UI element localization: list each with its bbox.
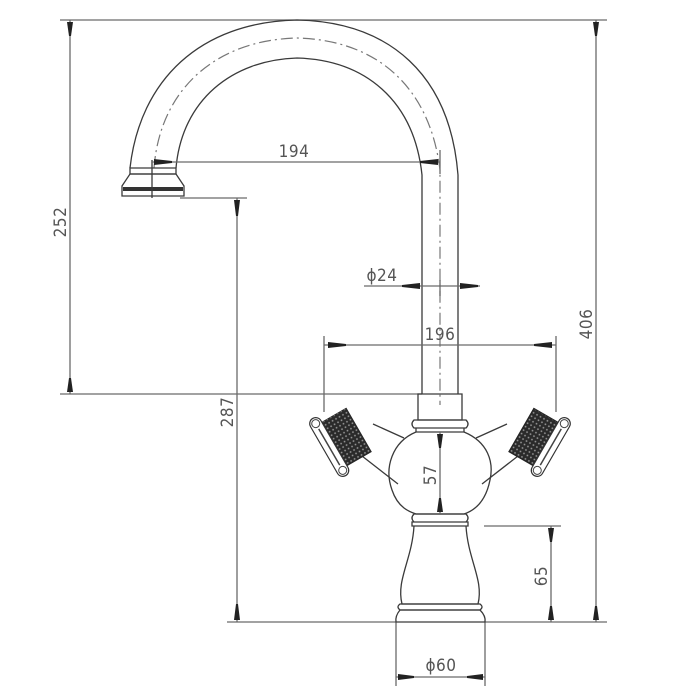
left-handle [309, 407, 372, 477]
dimension-287: 287 [218, 198, 240, 622]
right-arm [475, 423, 519, 485]
base-column [400, 525, 480, 605]
dim-label-194: 194 [279, 142, 310, 162]
dimension-65: 65 [532, 526, 554, 622]
dimension-252: 252 [51, 20, 73, 394]
dimension-406: 406 [577, 20, 599, 622]
dim-label-252: 252 [51, 207, 71, 238]
aerator [121, 160, 185, 198]
right-handle [508, 407, 571, 477]
dimension-phi60: ϕ60 [396, 656, 485, 680]
left-arm [361, 423, 405, 485]
dim-label-406: 406 [577, 309, 597, 340]
dimension-194: 194 [152, 142, 440, 165]
dim-label-57: 57 [421, 465, 441, 485]
base-ring [397, 603, 483, 611]
spout-center-line [153, 37, 441, 405]
dim-label-287: 287 [218, 397, 238, 428]
neck-collar [417, 393, 463, 421]
spout-outer-wall [129, 19, 459, 394]
dim-label-phi60: ϕ60 [425, 656, 456, 676]
base-foot [395, 609, 486, 623]
dimension-phi24: ϕ24 [364, 266, 480, 296]
neck-ring [411, 419, 469, 433]
extension-lines [60, 19, 607, 686]
spout-inner-wall [175, 57, 423, 394]
dim-label-phi24: ϕ24 [366, 266, 397, 286]
dim-label-196: 196 [425, 325, 456, 345]
faucet-body [121, 19, 571, 623]
dimension-196: 196 [324, 325, 556, 348]
lower-ring [411, 513, 469, 527]
dimension-57: 57 [421, 432, 443, 514]
dim-label-65: 65 [532, 566, 552, 586]
